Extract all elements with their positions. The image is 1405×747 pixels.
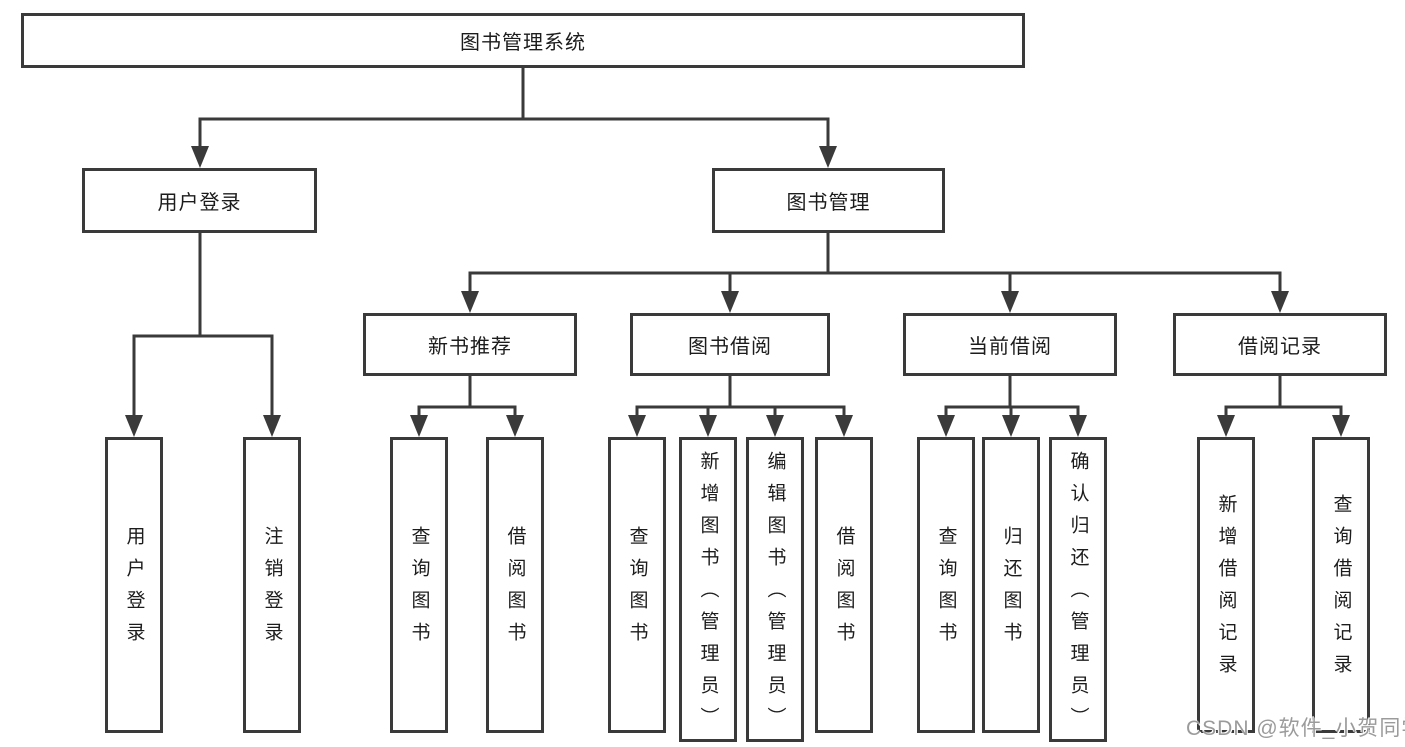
node-leaf-bb-query-book: 查询图书 — [608, 437, 666, 733]
node-leaf-bb-edit-book-admin-label: 编辑图书（管理员） — [764, 450, 786, 739]
node-leaf-cb-confirm-return-admin-label: 确认归还（管理员） — [1067, 450, 1089, 739]
node-leaf-bb-borrow-book-label: 借阅图书 — [833, 526, 855, 654]
node-leaf-user-login-label: 用户登录 — [123, 526, 145, 654]
csdn-watermark: CSDN @软件_小贺同学 — [1186, 717, 1405, 740]
node-leaf-logout-label: 注销登录 — [261, 526, 283, 654]
node-leaf-br-add-record: 新增借阅记录 — [1197, 437, 1255, 733]
node-leaf-bb-edit-book-admin: 编辑图书（管理员） — [746, 437, 804, 742]
node-leaf-cb-return-book-label: 归还图书 — [1000, 526, 1022, 654]
node-leaf-cb-query-book: 查询图书 — [917, 437, 975, 733]
node-leaf-br-query-record-label: 查询借阅记录 — [1330, 494, 1352, 686]
node-book-borrow: 图书借阅 — [630, 313, 830, 376]
node-current-borrow: 当前借阅 — [903, 313, 1117, 376]
node-leaf-cb-return-book: 归还图书 — [982, 437, 1040, 733]
node-borrow-record: 借阅记录 — [1173, 313, 1387, 376]
node-leaf-bb-add-book-admin-label: 新增图书（管理员） — [697, 450, 719, 739]
node-leaf-nbr-query-book: 查询图书 — [390, 437, 448, 733]
node-leaf-br-add-record-label: 新增借阅记录 — [1215, 494, 1237, 686]
node-leaf-bb-query-book-label: 查询图书 — [626, 526, 648, 654]
node-book-management: 图书管理 — [712, 168, 945, 233]
node-root: 图书管理系统 — [21, 13, 1025, 68]
node-leaf-user-login: 用户登录 — [105, 437, 163, 733]
node-new-book-recommend: 新书推荐 — [363, 313, 577, 376]
node-leaf-bb-add-book-admin: 新增图书（管理员） — [679, 437, 737, 742]
node-leaf-br-query-record: 查询借阅记录 — [1312, 437, 1370, 733]
node-leaf-nbr-query-book-label: 查询图书 — [408, 526, 430, 654]
node-user-login: 用户登录 — [82, 168, 317, 233]
node-leaf-cb-query-book-label: 查询图书 — [935, 526, 957, 654]
node-leaf-nbr-borrow-book-label: 借阅图书 — [504, 526, 526, 654]
node-leaf-cb-confirm-return-admin: 确认归还（管理员） — [1049, 437, 1107, 742]
node-leaf-logout: 注销登录 — [243, 437, 301, 733]
node-leaf-nbr-borrow-book: 借阅图书 — [486, 437, 544, 733]
node-leaf-bb-borrow-book: 借阅图书 — [815, 437, 873, 733]
